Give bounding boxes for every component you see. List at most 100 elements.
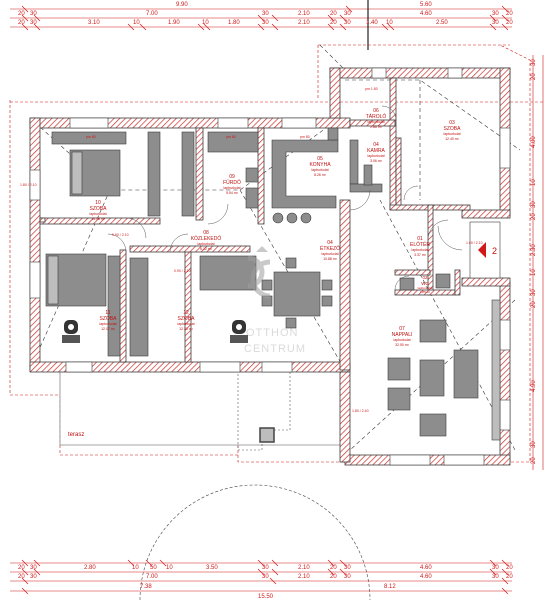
dim-label: 20: [18, 565, 25, 571]
room-floor: lapburkolat: [197, 242, 214, 246]
room-floor: lapburkolat: [177, 322, 194, 326]
right-dimension-labels: 30 20 4.00 10 30 20 2.30 10 30 20 4.90 3…: [531, 59, 537, 464]
dim-label: 20: [330, 11, 337, 17]
room-label-12: 12 SZOBA lapburkolat 12.23 m²: [177, 310, 195, 331]
dim-label: 7.38: [140, 584, 152, 590]
room-floor: lapburkolat: [321, 252, 338, 256]
dim-label: 20: [330, 565, 337, 571]
room-floor: lapburkolat: [89, 212, 106, 216]
window: [65, 361, 93, 373]
bar-stool: [286, 212, 298, 224]
dim-label: 10: [386, 20, 393, 26]
bar-stool: [272, 212, 284, 224]
wardrobe: [181, 131, 195, 217]
window: [447, 67, 463, 79]
wardrobe: [147, 131, 161, 217]
room-label-08: 08 KÖZLEKEDŐ lapburkolat 6.12 m²: [191, 230, 222, 251]
dim-label: 50: [150, 565, 157, 571]
watermark-logo: OTTHON CENTRUM: [244, 246, 305, 355]
dim-label: 2.10: [298, 20, 310, 26]
room-floor: lapburkolat: [311, 168, 328, 172]
room-area: 5.54 m²: [226, 191, 239, 195]
wardrobe: [51, 131, 127, 145]
chair: [321, 279, 333, 291]
furniture: [45, 127, 501, 441]
dim-label: 30: [531, 441, 537, 448]
dim-label: 1.80: [228, 20, 240, 26]
bed: [199, 255, 257, 291]
dim-label: 30: [344, 565, 351, 571]
shelf: [363, 164, 373, 186]
dim-label: 1.40: [366, 20, 378, 26]
dim-label: 20: [18, 20, 25, 26]
dim-label: 30: [344, 11, 351, 17]
dim-label: 2.10: [298, 565, 310, 571]
dim-label: 20: [531, 213, 537, 220]
dim-label: 2.30: [531, 244, 537, 256]
room-floor: lapburkolat: [393, 338, 410, 342]
terrace-column: [259, 427, 275, 443]
dim-label: 10: [166, 565, 173, 571]
room-number: 08: [203, 230, 209, 236]
room-number: 06: [373, 108, 379, 114]
room-label-07: 07 NAPPALI lapburkolat 32.50 m²: [392, 326, 413, 347]
dim-label: 30: [492, 574, 499, 580]
dim-label: 30: [492, 11, 499, 17]
dim-label: 1.90: [168, 20, 180, 26]
room-label-05: 05 KONYHA lapburkolat 8.26 m²: [309, 156, 331, 177]
room-floor: lapburkolat: [418, 286, 433, 290]
room-name: ELŐTÉR: [410, 241, 430, 248]
chair: [285, 317, 297, 329]
dim-label: 7.00: [146, 574, 158, 580]
dim-label: 10: [132, 565, 139, 571]
top-dimension-labels: 9.90 5.60 20 30 7.00 30 2.10 20 30 4.60 …: [18, 2, 513, 26]
room-label-06: 06 TÁROLÓ lapburkolat 2.86 m²: [366, 108, 387, 129]
dim-label: 30: [262, 565, 269, 571]
dim-label: 3.50: [206, 565, 218, 571]
window: [371, 67, 387, 79]
watermark-text-top: OTTHON: [246, 327, 298, 339]
room-area: 12.23 m²: [179, 327, 194, 331]
dim-label: 4.60: [420, 11, 432, 17]
washbasin: [245, 167, 259, 183]
dim-label: 30: [30, 11, 37, 17]
room-number: 05: [317, 156, 323, 162]
room-name: KONYHA: [309, 162, 331, 168]
window: [199, 361, 241, 373]
opening-note: 1.80 / 2.40: [352, 409, 369, 413]
armchair: [387, 387, 411, 411]
kitchen-counter: [271, 139, 339, 209]
bathtub: [207, 131, 259, 153]
entrance-marker: 2: [469, 221, 501, 279]
room-number: 03: [449, 120, 455, 126]
window: [499, 399, 511, 431]
room-area: 10.88 m²: [323, 257, 338, 261]
opening-note: 0.90 / 2.10: [174, 269, 191, 273]
dim-label: 20: [18, 574, 25, 580]
chair: [321, 295, 333, 307]
windows: [29, 67, 511, 466]
dim-label: 10: [531, 269, 537, 276]
dim-label: 7.00: [146, 11, 158, 17]
dim-label: 30: [492, 565, 499, 571]
room-number: 09: [229, 174, 235, 180]
armchair: [387, 357, 411, 381]
opening-note: 1.80 / 2.10: [20, 183, 37, 187]
room-name: NAPPALI: [392, 332, 413, 338]
room-name: TÁROLÓ: [366, 113, 387, 120]
dim-label: 20: [506, 565, 513, 571]
dim-label: 30: [531, 59, 537, 66]
dim-label: 30: [30, 574, 37, 580]
room-label-10: 10 SZOBA lapburkolat 14.08 m²: [89, 200, 107, 221]
room-name: SZOBA: [100, 316, 118, 322]
dim-label: 20: [531, 457, 537, 464]
room-labels: 10 SZOBA lapburkolat 14.08 m² 09 FÜRDŐ l…: [89, 108, 461, 347]
dim-label: 20: [506, 20, 513, 26]
room-name: SZOBA: [90, 206, 108, 212]
room-label-11: 11 SZOBA lapburkolat 12.07 m²: [99, 310, 117, 331]
stove-icon: [62, 320, 80, 343]
dim-label: 20: [506, 11, 513, 17]
room-number: 04: [373, 142, 379, 148]
kitchen-cabinet: [327, 127, 339, 141]
